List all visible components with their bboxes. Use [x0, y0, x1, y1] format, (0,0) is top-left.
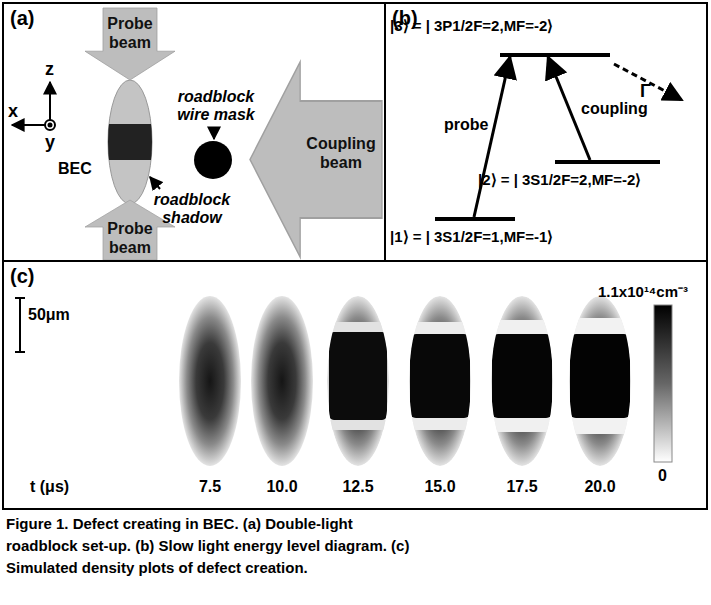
density-plot: [400, 296, 480, 466]
energy-level-bar: [435, 217, 515, 221]
beam-arrow-body: [85, 200, 175, 260]
time-value: 10.0: [257, 478, 307, 496]
callout-label: roadblock wire mask: [166, 88, 266, 124]
beam-label: Coupling beam: [300, 134, 382, 172]
time-value: 7.5: [185, 478, 235, 496]
axis-label: z: [45, 60, 54, 78]
axis-label: x: [8, 102, 18, 120]
energy-level: |2⟩ = | 3S1/2F=2,MF=-2⟩: [478, 160, 641, 189]
time-value: 15.0: [415, 478, 465, 496]
beam-arrow-body: [85, 8, 175, 80]
density-plot: [560, 296, 640, 466]
density-plot: [179, 296, 241, 466]
panel-tag: (c): [10, 265, 34, 288]
bec-label: BEC: [58, 160, 92, 178]
transition-arrow: [474, 57, 510, 217]
leader-arrows: [150, 127, 214, 189]
transition-label: coupling: [579, 100, 650, 118]
probe-beam-arrow: Probe beam: [85, 8, 175, 80]
level-label: |1⟩ = | 3S1/2F=1,MF=-1⟩: [390, 227, 553, 246]
time-value: 12.5: [333, 478, 383, 496]
time-value: 17.5: [497, 478, 547, 496]
beam-arrow-shape: [250, 62, 382, 257]
energy-level: |3⟩ = | 3P1/2F=2,MF=-2⟩: [390, 16, 553, 57]
figure-panel: (b)|3⟩ = | 3P1/2F=2,MF=-2⟩|2⟩ = | 3S1/2F…: [384, 2, 708, 262]
beam-label: Probe beam: [85, 219, 175, 257]
beam-arrow-body: [250, 62, 382, 257]
decay-label: Γ: [640, 82, 651, 100]
scale-bar: [15, 298, 25, 352]
axis-title: t (μs): [30, 478, 69, 496]
axis-label: y: [45, 133, 55, 151]
density-plot: [482, 296, 562, 466]
density-colorbar: [654, 305, 672, 462]
colorbar-max: 1.1x10¹⁴cm⁻³: [598, 283, 688, 301]
colorbar-min: 0: [658, 467, 667, 485]
level-label: |3⟩ = | 3P1/2F=2,MF=-2⟩: [390, 16, 553, 35]
energy-level-bar: [500, 53, 610, 57]
energy-level-bar: [555, 160, 660, 164]
density-plot: [318, 296, 398, 466]
level-label: |2⟩ = | 3S1/2F=2,MF=-2⟩: [478, 170, 641, 189]
beam-label: Probe beam: [85, 14, 175, 52]
bec-cloud: [100, 80, 160, 204]
time-value: 20.0: [575, 478, 625, 496]
transition-label: probe: [442, 116, 490, 134]
coupling-beam-arrow: Coupling beam: [250, 62, 382, 257]
axes: [12, 82, 55, 130]
figure-caption: Figure 1. Defect creating in BEC. (a) Do…: [6, 513, 426, 579]
probe-beam-arrow: Probe beam: [85, 200, 175, 260]
panel-tag: (a): [10, 7, 34, 30]
callout-label: roadblock shadow: [146, 191, 238, 227]
energy-level: |1⟩ = | 3S1/2F=1,MF=-1⟩: [390, 217, 553, 246]
roadblock-wire: [194, 141, 232, 179]
decay-arrow: [614, 64, 682, 100]
density-plot: [251, 296, 313, 466]
scale-label: 50μm: [28, 306, 70, 324]
